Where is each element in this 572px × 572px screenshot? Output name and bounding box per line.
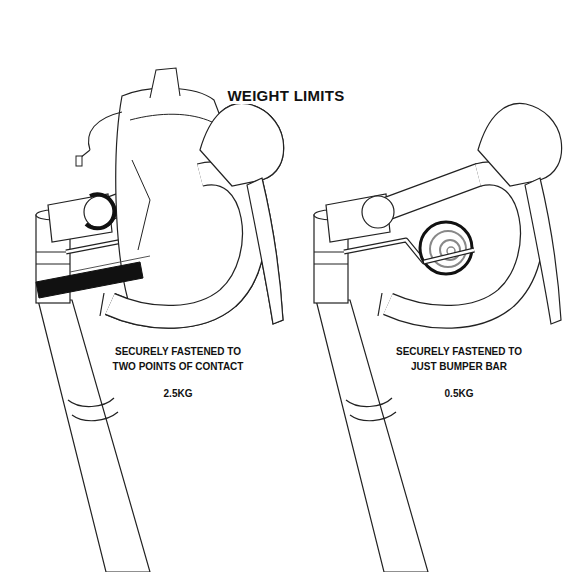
bag-seam (130, 114, 212, 122)
head-tube-strap (36, 262, 143, 298)
strap-edge (70, 256, 150, 272)
bag-roll-top (150, 68, 180, 98)
bag-cord (80, 112, 122, 158)
handlebar-figure (314, 103, 562, 572)
weight-limit: 0.5KG (442, 386, 477, 401)
bumper-bar (424, 250, 474, 262)
handlebar-drop (110, 173, 254, 316)
shifter-hood (200, 103, 284, 186)
right-figure (314, 103, 562, 572)
bar-strap (86, 194, 114, 228)
bumper-bar (424, 250, 474, 262)
handlebar-drop (110, 173, 254, 316)
condition-note: SECURELY FASTENED TO TWO POINTS OF CONTA… (109, 344, 247, 374)
coiled-strap (420, 222, 472, 274)
cord-toggle (76, 156, 82, 166)
diagram-title: WEIGHT LIMITS (227, 87, 344, 104)
left-figure (36, 68, 284, 572)
condition-note: SECURELY FASTENED TO JUST BUMPER BAR (390, 344, 528, 374)
weight-limit: 2.5KG (161, 386, 196, 401)
bag-strap (132, 160, 150, 250)
brake-lever (247, 178, 283, 324)
